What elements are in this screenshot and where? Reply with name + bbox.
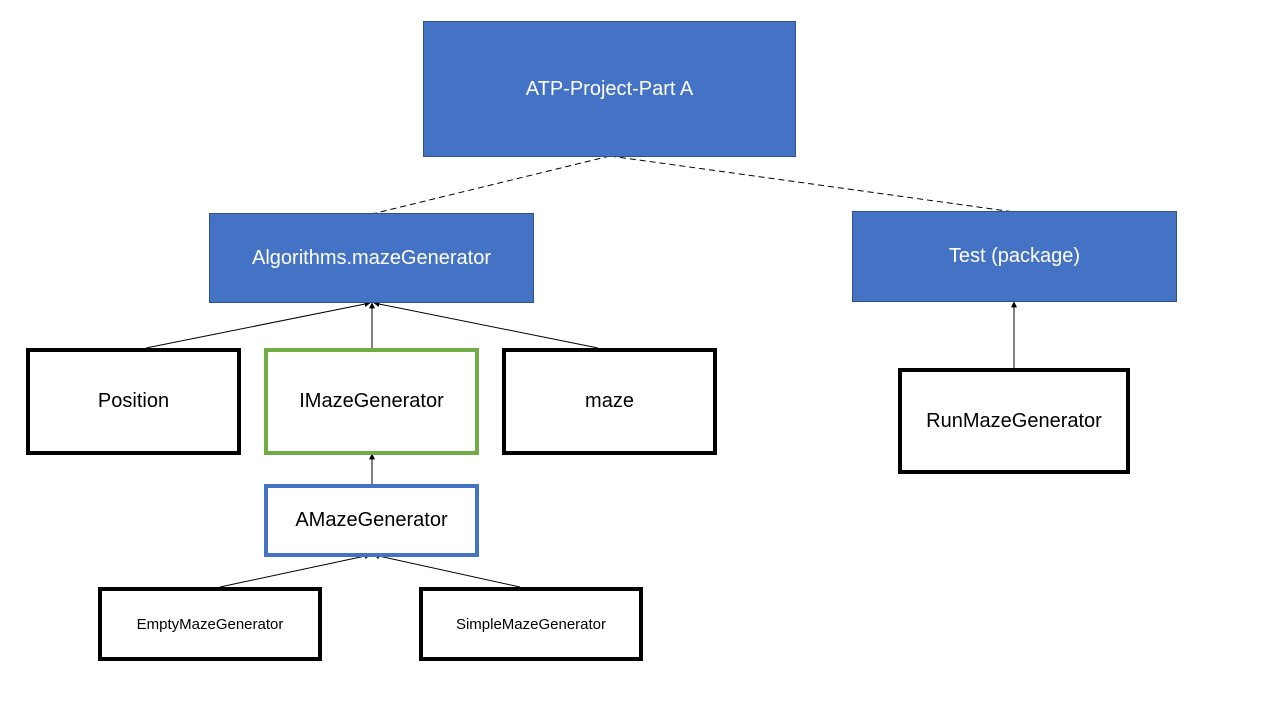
test-package-node: Test (package) (852, 211, 1177, 302)
dashed-link-root-to-algorithms (371, 155, 611, 215)
maze-class-node: maze (502, 348, 717, 455)
root-project-node: ATP-Project-Part A (423, 21, 796, 157)
position-class-node: Position (26, 348, 241, 455)
arrow-simplemazegenerator-to-amazegenerator (373, 553, 521, 588)
amazegenerator-abstract-node: AMazeGenerator (264, 484, 479, 557)
arrow-position-to-algorithms (145, 301, 371, 349)
imazegenerator-interface-node: IMazeGenerator (264, 348, 479, 455)
runmazegenerator-class-node: RunMazeGenerator (898, 368, 1130, 474)
arrow-emptymazegenerator-to-amazegenerator (219, 553, 371, 588)
arrow-maze-to-algorithms (373, 301, 599, 349)
algorithms-package-node: Algorithms.mazeGenerator (209, 213, 534, 303)
emptymazegenerator-class-node: EmptyMazeGenerator (98, 587, 322, 661)
dashed-link-root-to-test (609, 155, 1015, 213)
simplemazegenerator-class-node: SimpleMazeGenerator (419, 587, 643, 661)
